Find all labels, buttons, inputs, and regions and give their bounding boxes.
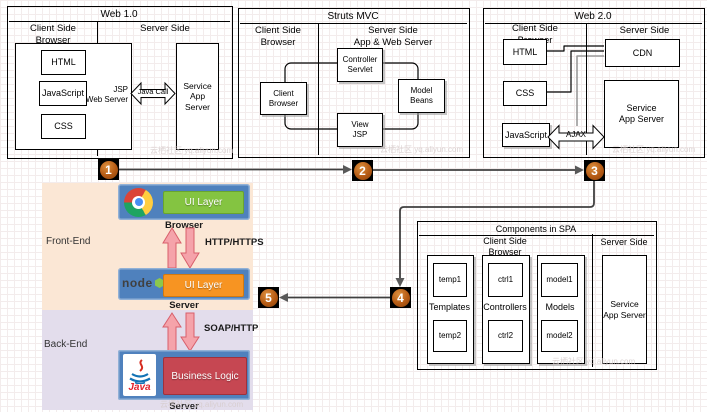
web10-html-box: HTML: [41, 50, 86, 75]
step-badge-3: 3: [584, 160, 605, 181]
web10-service-box: Service App Server: [176, 43, 219, 150]
panel-struts: [238, 8, 470, 158]
web20-javascript-box: JavaScript: [502, 123, 550, 147]
nodejs-logo-text: node: [122, 276, 153, 290]
panel-spa-title: Components in SPA: [418, 223, 654, 236]
business-logic-button: Business Logic: [163, 357, 247, 395]
web10-javascript-box: JavaScript: [39, 81, 87, 106]
spa-client-header: Client Side Browser: [483, 236, 527, 257]
server-caption-bottom: Server: [169, 401, 199, 412]
web10-client-header: Client Side Browser: [30, 23, 76, 46]
nodejs-hexagon-icon: [154, 278, 164, 288]
spa-temp2-box: temp2: [433, 320, 467, 352]
front-end-label: Front-End: [46, 236, 91, 247]
spa-ctrl1-box: ctrl1: [488, 263, 523, 297]
step-badge-4: 4: [390, 287, 411, 308]
step-badge-3-number: 3: [585, 161, 604, 180]
soap-http-label: SOAP/HTTP: [204, 323, 259, 334]
spa-model2-box: model2: [541, 320, 578, 352]
struts-client-browser-box: Client Browser: [260, 82, 307, 115]
web20-service-box: Service App Server: [604, 80, 679, 148]
step-badge-2-number: 2: [353, 161, 372, 180]
struts-controller-box: Controller Servlet: [337, 48, 383, 82]
ui-layer-server-button: UI Layer: [163, 273, 244, 297]
back-end-label: Back-End: [44, 339, 88, 350]
struts-model-box: Model Beans: [398, 79, 445, 113]
web20-server-header: Server Side: [619, 25, 670, 36]
spa-controllers-label: Controllers: [483, 302, 527, 312]
java-logo-text: Java: [128, 381, 151, 393]
panel-spa: [417, 221, 657, 370]
web20-divider: [586, 23, 588, 155]
panel-web20: [483, 8, 705, 158]
spa-models-label: Models: [545, 302, 575, 312]
panel-web10-title: Web 1.0: [8, 8, 230, 22]
nodejs-logo: node: [122, 276, 164, 290]
watermark-web20: 云栖社区 yq.aliyun.com: [612, 145, 696, 154]
watermark-web10: 云栖社区 yq.aliyun.com: [150, 146, 234, 155]
web20-html-box: HTML: [503, 39, 547, 65]
web10-jsp-label: JSP Web Server: [85, 85, 128, 104]
arrowhead-3: [575, 165, 584, 175]
java-call-label: Java Call: [137, 86, 169, 96]
struts-divider: [318, 23, 320, 155]
panel-struts-title: Struts MVC: [239, 10, 467, 24]
web10-server-header: Server Side: [140, 23, 190, 34]
struts-server-header: Server Side App & Web Server: [353, 25, 433, 48]
arrowhead-2: [343, 165, 352, 174]
step-badge-2: 2: [352, 160, 373, 181]
java-cup-icon: [128, 358, 151, 384]
spa-temp1-box: temp1: [433, 263, 467, 297]
arrowhead-5: [279, 293, 288, 302]
step-badge-5-number: 5: [259, 288, 278, 307]
java-logo: Java: [123, 354, 156, 396]
server-caption-mid: Server: [169, 300, 199, 311]
struts-client-header: Client Side Browser: [255, 25, 301, 48]
watermark-struts: 云栖社区 yq.aliyun.com: [380, 145, 464, 154]
step-badge-5: 5: [258, 287, 279, 308]
watermark-spa: 云栖社区 yq.aliyun.com: [552, 357, 636, 366]
spa-ctrl2-box: ctrl2: [488, 320, 523, 352]
http-https-label: HTTP/HTTPS: [205, 237, 264, 248]
chrome-icon: [124, 187, 153, 217]
panel-web20-title: Web 2.0: [484, 10, 702, 24]
web10-css-box: CSS: [41, 114, 86, 139]
ui-layer-browser-button: UI Layer: [163, 191, 244, 214]
ajax-label: AJAX: [565, 129, 586, 139]
spa-model1-box: model1: [541, 263, 578, 297]
spa-service-box: Service App Server: [602, 255, 647, 364]
arrowhead-4: [395, 278, 405, 287]
step-badge-1: 1: [98, 159, 119, 180]
step-badge-4-number: 4: [391, 288, 410, 307]
panel-web10: [7, 6, 233, 159]
struts-view-box: View JSP: [337, 113, 383, 147]
web20-css-box: CSS: [503, 81, 547, 106]
browser-caption: Browser: [164, 220, 203, 231]
watermark-stack: 云栖社区 yq.aliyun.com: [160, 400, 244, 409]
step-badge-1-number: 1: [99, 160, 118, 179]
spa-server-header: Server Side: [600, 237, 648, 247]
web20-cdn-box: CDN: [605, 39, 680, 67]
spa-templates-label: Templates: [428, 302, 471, 312]
spa-divider: [592, 234, 594, 367]
